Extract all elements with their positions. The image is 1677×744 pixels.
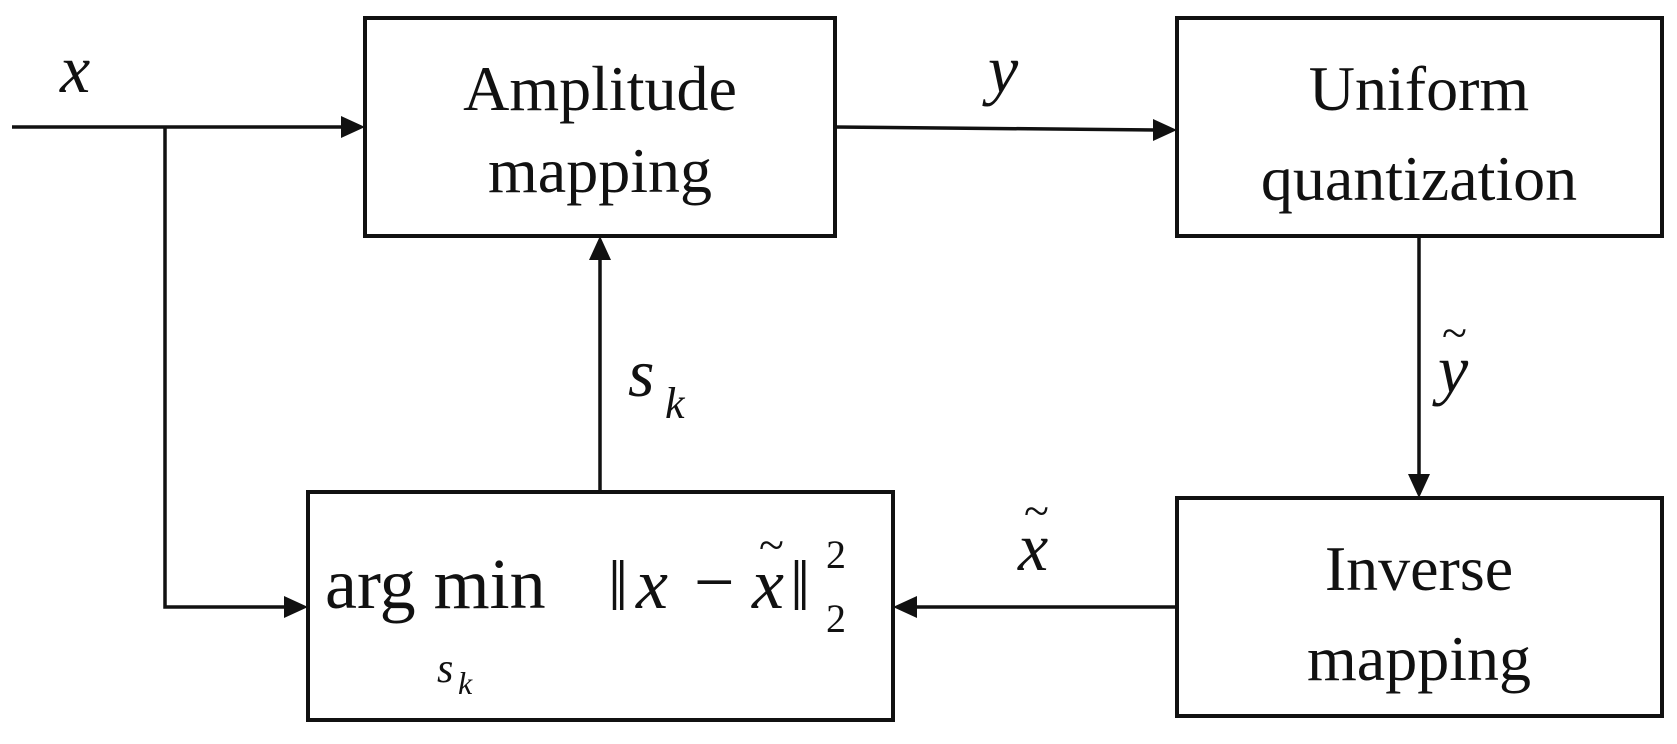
input-branch-to-argmin-arrowhead [284,596,308,618]
connections [12,116,1430,618]
inverse-mapping-label-line2: mapping [1307,623,1531,694]
norm-term-x-tilde: x [751,544,784,624]
norm-right-bar: ‖ [790,546,810,626]
norm-superscript: 2 [826,532,846,577]
inverse-mapping-block: Inverse mapping [1175,496,1664,718]
signal-y-label: y [982,31,1019,107]
norm-subscript: 2 [826,596,846,641]
signal-s-label: s [628,335,654,411]
signal-y-tilde-accent: ~ [1442,307,1467,358]
amplitude-mapping-label-line2: mapping [488,135,712,206]
inverse-mapping-label-line1: Inverse [1325,533,1513,604]
norm-term-tilde-accent: ~ [759,519,784,570]
norm-minus-sign: − [694,542,735,622]
argmin-to-amplitude-arrowhead [589,236,611,260]
input-to-amplitude-arrowhead [341,116,365,138]
amplitude-mapping-box [363,16,837,238]
uniform-quantization-label-line2: quantization [1261,143,1577,214]
uniform-quantization-box [1175,16,1664,238]
amplitude-to-quantization-line [834,125,1158,132]
signal-y-tilde-label: y [1432,331,1469,407]
quantization-to-inverse-arrowhead [1408,474,1430,498]
norm-term-x: x [635,544,668,624]
signal-x-label: x [59,31,90,107]
inverse-mapping-box [1175,496,1664,718]
argmin-subscript-s: s [437,646,453,692]
amplitude-to-quantization-arrowhead [1153,119,1177,141]
argmin-operator: arg min [325,544,546,624]
input-branch-to-argmin-line [163,127,289,609]
amplitude-mapping-label-line1: Amplitude [463,53,737,124]
argmin-subscript-k: k [458,665,473,701]
norm-left-bar: ‖ [608,546,628,626]
argmin-box [306,490,895,722]
argmin-block: arg min s k ‖ x − x ~ ‖ 2 2 [306,490,895,722]
uniform-quantization-block: Uniform quantization [1175,16,1664,238]
signal-x-tilde-accent: ~ [1024,485,1049,536]
amplitude-mapping-block: Amplitude mapping [363,16,837,238]
uniform-quantization-label-line1: Uniform [1309,53,1529,124]
signal-x-tilde-label: x [1017,509,1048,585]
signal-s-subscript-k: k [665,379,686,428]
inverse-to-argmin-arrowhead [893,596,917,618]
signal-labels: x y y ~ x ~ s k [59,31,1469,585]
